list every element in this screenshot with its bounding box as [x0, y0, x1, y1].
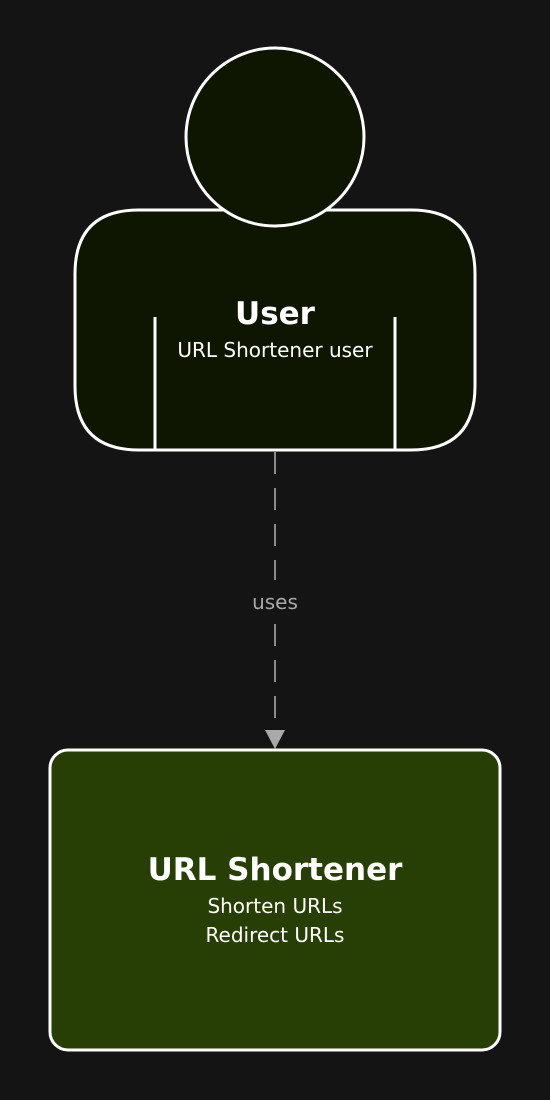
relationship-edge[interactable]: uses: [252, 452, 298, 749]
system-description-line-2: Redirect URLs: [206, 923, 345, 947]
system-box: [48, 748, 502, 1052]
person-body-shape: [73, 208, 477, 452]
person-name: User: [235, 296, 316, 332]
relationship-label: uses: [252, 590, 298, 614]
system-description-line-1: Shorten URLs: [207, 894, 342, 918]
system-node-url-shortener[interactable]: URL Shortener Shorten URLs Redirect URLs: [48, 748, 502, 1052]
person-node-user[interactable]: User URL Shortener user: [73, 46, 477, 452]
system-name: URL Shortener: [148, 852, 404, 888]
arrowhead-icon: [265, 730, 285, 749]
person-head-shape: [184, 46, 366, 228]
person-description: URL Shortener user: [177, 338, 373, 362]
